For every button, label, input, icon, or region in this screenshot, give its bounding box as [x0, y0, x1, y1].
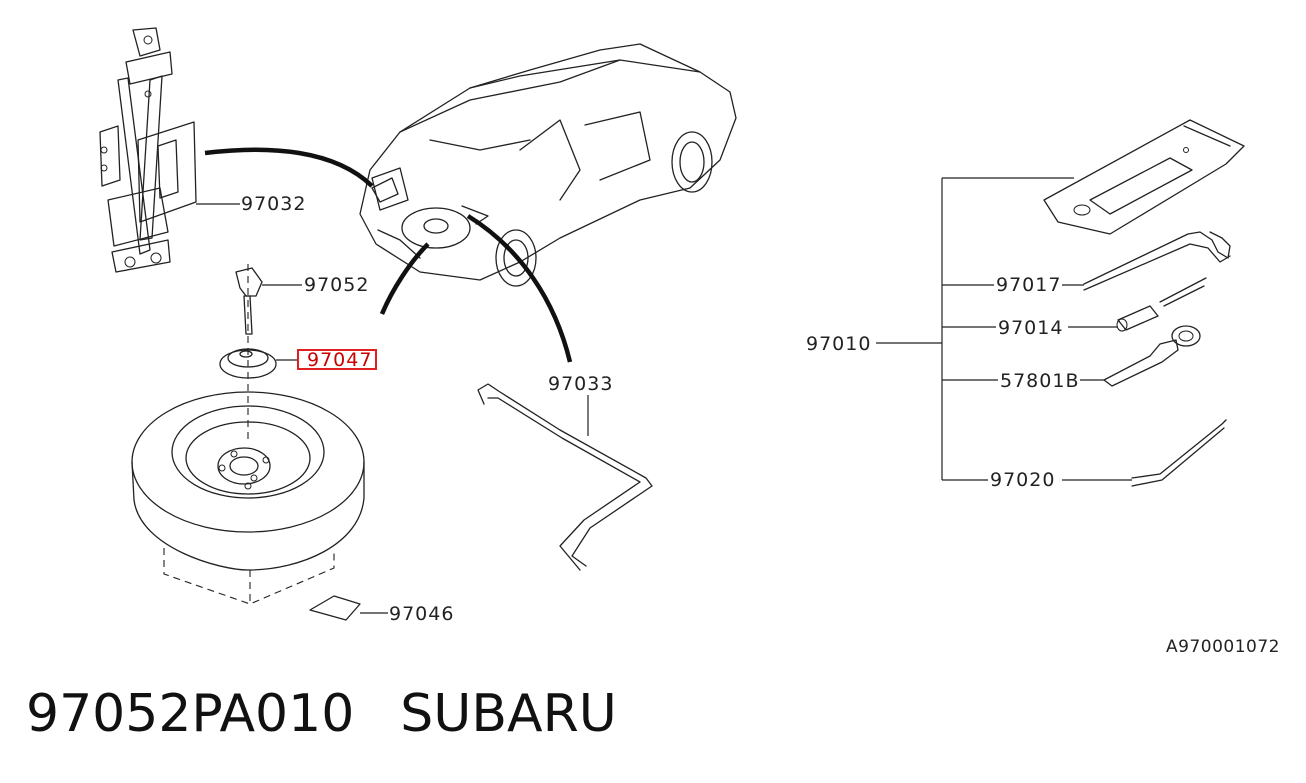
- brand-name: SUBARU: [400, 684, 617, 744]
- hook-tool-illustration: [1062, 419, 1227, 487]
- bolt-illustration: [235, 267, 302, 335]
- jack-handle-illustration: [477, 383, 653, 571]
- car-illustration: [359, 43, 737, 287]
- footer-title: 97052PA010 SUBARU: [26, 684, 617, 744]
- callout-bolt: 97052: [304, 274, 369, 296]
- wrench-illustration: [1062, 231, 1231, 291]
- callout-hook-tool: 97020: [990, 469, 1055, 491]
- callout-jack: 97032: [241, 193, 306, 215]
- callout-cap[interactable]: 97047: [307, 349, 372, 371]
- callout-tow-hook: 57801B: [1000, 370, 1079, 392]
- socket-illustration: [1068, 277, 1207, 332]
- callout-socket: 97014: [998, 317, 1063, 339]
- callout-wrench: 97017: [996, 274, 1061, 296]
- jack-location-line: [204, 147, 374, 188]
- tool-kit-bracket: [876, 177, 1074, 481]
- tool-bag-illustration: [1043, 119, 1245, 235]
- handle-location-line: [466, 214, 573, 363]
- diagram-reference: A970001072: [1166, 637, 1280, 657]
- tire-location-line: [379, 242, 430, 315]
- part-number: 97052PA010: [26, 684, 355, 744]
- plate-illustration: [309, 595, 388, 621]
- tow-hook-illustration: [1080, 325, 1201, 387]
- highlight-box: [297, 349, 377, 370]
- callout-jack-handle: 97033: [548, 373, 613, 395]
- callout-tool-kit: 97010: [806, 333, 871, 355]
- callout-plate: 97046: [389, 603, 454, 625]
- spare-tire-illustration: [131, 264, 365, 605]
- cap-illustration: [219, 348, 298, 379]
- jack-illustration: [99, 27, 240, 273]
